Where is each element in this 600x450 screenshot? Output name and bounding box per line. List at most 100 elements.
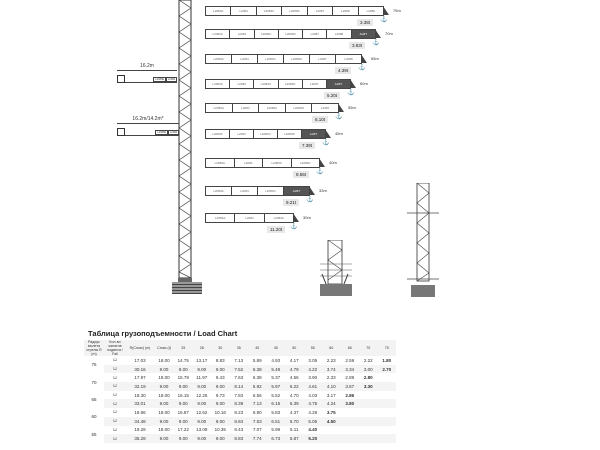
load-chart-table: Радиус вылета стрелы R (m)Кол-во канатов… — [84, 340, 396, 443]
value-cell: 5.87 — [285, 434, 304, 443]
value-cell: 3.90 — [308, 375, 318, 381]
jib-segment: L2083D — [282, 7, 308, 15]
value-cell: 3.30 — [359, 382, 378, 391]
value-cell: 11.97 — [196, 375, 208, 381]
value-cell: 3.74 — [322, 364, 341, 374]
value-cell: 5.37 — [271, 375, 281, 381]
side-jib-label: 16.2m — [140, 63, 154, 69]
value-cell: 3.17 — [326, 392, 336, 398]
column-header: Cmax (t) — [154, 340, 174, 356]
jib-segment: L2088 — [333, 7, 359, 15]
column-header: 55 — [303, 340, 322, 356]
jib-segment: L2083D — [286, 104, 313, 112]
fall-icon: ⊔ — [104, 399, 126, 409]
value-cell — [378, 373, 397, 382]
column-header: 75 — [377, 340, 396, 356]
radius-label: 55m — [348, 105, 356, 110]
value-cell: 17.97 — [134, 375, 146, 381]
value-cell: 4.37 — [289, 409, 299, 415]
jib-segment: L2083D — [284, 55, 310, 63]
value-cell: 9.00 — [192, 364, 211, 374]
value-cell: 7.52 — [229, 364, 248, 374]
jib-segment: L2083A — [206, 104, 233, 112]
value-cell: 13.09 — [196, 427, 208, 433]
column-header: 70 — [359, 340, 378, 356]
value-cell — [341, 426, 360, 435]
column-header: 28 — [192, 340, 211, 356]
value-cell: 9.00 — [192, 399, 211, 409]
value-cell: 6.73 — [266, 434, 285, 443]
radius-label: 33m — [319, 188, 327, 193]
radius-cell: 55 — [84, 425, 104, 443]
jib-tip-icon — [338, 103, 344, 112]
value-cell: 7.13 — [248, 399, 267, 409]
value-cell: 18.00 — [158, 409, 170, 415]
column-header: 40 — [248, 340, 267, 356]
value-cell: 6.38 — [248, 364, 267, 374]
jib-segment: L2083D — [278, 130, 302, 138]
value-cell: 2.59 — [345, 357, 355, 363]
value-cell: 4.03 — [308, 392, 318, 398]
value-cell: 6.90 — [252, 409, 262, 415]
value-cell: 3.80 — [340, 399, 359, 409]
value-cell — [359, 426, 378, 435]
hook-icon: ⚓ — [347, 90, 355, 96]
value-cell — [377, 434, 396, 443]
value-cell: 8.83 — [229, 434, 248, 443]
value-cell — [377, 416, 396, 426]
value-cell — [322, 434, 341, 443]
jib-segment: L2083D — [279, 30, 304, 38]
value-cell: 9.00 — [211, 382, 230, 391]
value-cell: 35.28 — [126, 434, 154, 443]
value-cell: 18.30 — [134, 392, 146, 398]
value-cell: 4.22 — [303, 364, 322, 374]
jib-segment: ALBT — [302, 130, 326, 138]
column-header: 60 — [322, 340, 341, 356]
value-cell: 9.00 — [154, 416, 174, 426]
value-cell: 2.80 — [363, 375, 373, 381]
jib-segment: L2083A — [206, 214, 236, 222]
crane-diagram: 16.2m L2083E L2084 16.2m/14.2m* L2083E L… — [117, 0, 439, 297]
jib-tip-icon — [375, 29, 381, 38]
value-cell: 4.17 — [289, 357, 299, 363]
value-cell — [341, 408, 360, 417]
value-cell: 10.16 — [214, 409, 226, 415]
jib-segment: ALBT — [326, 80, 352, 88]
jib-segment: L2084 — [230, 130, 254, 138]
value-cell: 5.83 — [271, 409, 281, 415]
jib-tip-icon — [293, 213, 299, 222]
value-cell — [359, 391, 378, 400]
value-cell: 6.15 — [266, 399, 285, 409]
jib-segment: L2084 — [230, 30, 255, 38]
hook-icon: ⚓ — [358, 65, 366, 71]
tip-load-label: 5.20t — [324, 92, 341, 99]
value-cell: 3.34 — [340, 364, 359, 374]
column-header: 25 — [174, 340, 193, 356]
value-cell — [377, 399, 396, 409]
value-cell: 4.61 — [303, 382, 322, 391]
value-cell: 3.75 — [326, 409, 336, 415]
value-cell: 12.25 — [196, 392, 208, 398]
jib-segment: L2083A — [206, 80, 231, 88]
value-cell: 4.29 — [308, 409, 318, 415]
value-cell: 17.03 — [134, 357, 146, 363]
radius-label: 75m — [393, 8, 401, 13]
value-cell: 9.00 — [192, 382, 211, 391]
value-cell: 18.00 — [158, 357, 170, 363]
jib-segment: L2083C — [254, 130, 278, 138]
value-cell: 9.00 — [174, 364, 193, 374]
jib-segment: L2088 — [336, 55, 362, 63]
jib-tip-icon — [350, 79, 356, 88]
value-cell: 9.00 — [174, 416, 193, 426]
hook-icon: ⚓ — [322, 140, 330, 146]
jib-segment: L2083C — [265, 214, 294, 222]
value-cell: 9.00 — [192, 434, 211, 443]
column-header: Радиус вылета стрелы R (m) — [84, 340, 104, 356]
fall-icon: ⊔ — [104, 364, 126, 374]
